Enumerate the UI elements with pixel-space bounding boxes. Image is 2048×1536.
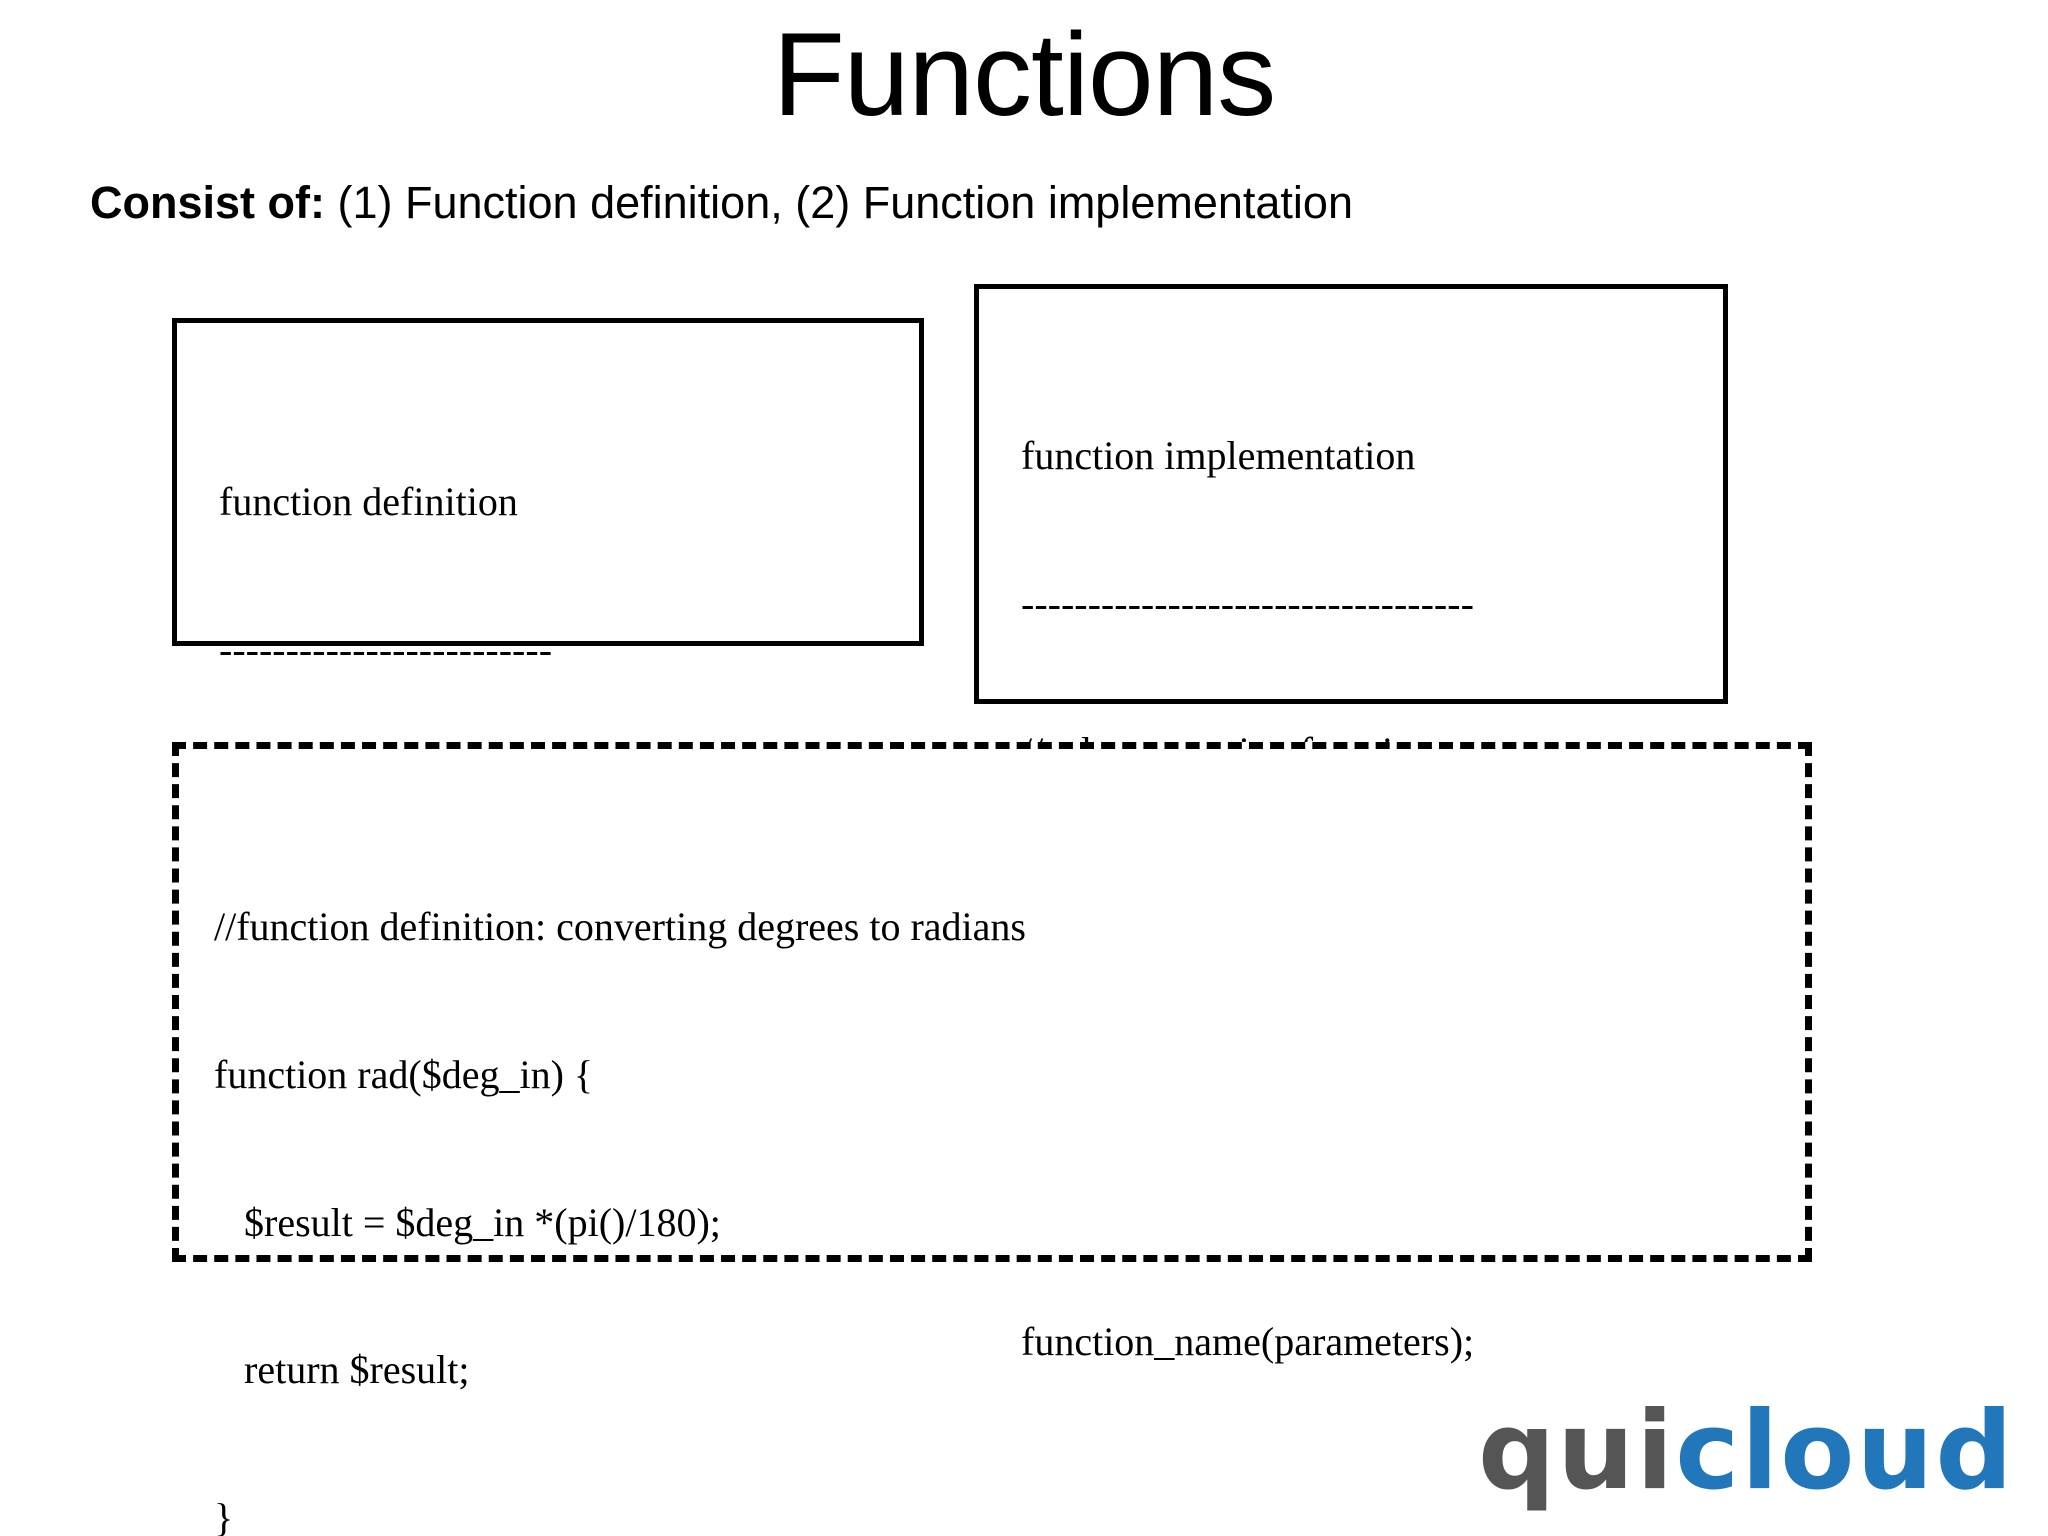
page-title: Functions — [772, 9, 1277, 141]
definition-divider: ------------------------- — [219, 626, 553, 672]
example-code-line: function rad($deg_in) { — [214, 1051, 594, 1097]
logo-text-qui: qui — [1478, 1389, 1676, 1514]
logo-text-cloud: cloud — [1675, 1389, 2015, 1514]
implementation-heading: function implementation — [1021, 433, 1416, 479]
example-code-line: } — [214, 1494, 234, 1536]
function-implementation-box: function implementation ----------------… — [974, 284, 1728, 1364]
example-code-box: //function definition: converting degree… — [172, 742, 1812, 1536]
subtitle: Consist of: (1) Function definition, (2)… — [90, 176, 1353, 230]
subtitle-lead: Consist of: — [90, 177, 325, 228]
quicloud-logo: quicloud — [1478, 1398, 2015, 1506]
example-code-line: return $result; — [214, 1347, 470, 1393]
implementation-divider: ---------------------------------- — [1021, 580, 1474, 626]
definition-heading: function definition — [219, 479, 518, 525]
example-code-line: $result = $deg_in *(pi()/180); — [214, 1199, 721, 1245]
implementation-code-line: function_name(parameters); — [1021, 1318, 1475, 1364]
function-definition-box: function definition --------------------… — [172, 318, 924, 1115]
example-code-line: //function definition: converting degree… — [214, 904, 1026, 950]
subtitle-rest: (1) Function definition, (2) Function im… — [324, 177, 1353, 228]
